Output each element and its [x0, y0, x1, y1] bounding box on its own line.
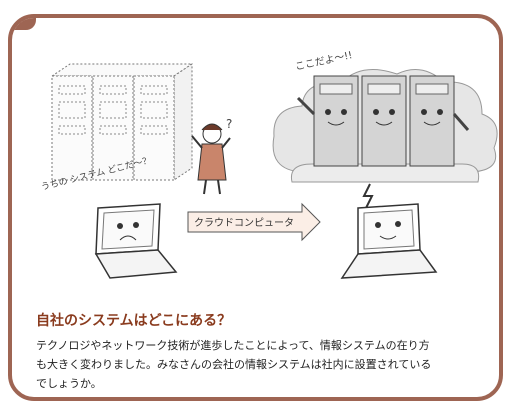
- arrow-cloud-computer: クラウドコンピュータ: [187, 202, 321, 242]
- worried-laptop-icon: [94, 203, 178, 279]
- person-looking-icon: ?: [191, 117, 232, 195]
- happy-servers-icon: [296, 75, 470, 167]
- description-paragraph: テクノロジやネットワーク技術が進歩したことによって、情報システムの在り方 も大き…: [36, 336, 499, 393]
- happy-laptop-icon: [340, 203, 438, 279]
- illustration-card: ?: [8, 14, 503, 401]
- legacy-server-rack-icon: [50, 63, 194, 181]
- right-handwritten-note: ここだよ～!!: [294, 49, 353, 73]
- cloud-computing-illustration: ?: [40, 49, 498, 279]
- lightning-icon: [362, 183, 374, 209]
- description-line: でしょうか。: [36, 377, 102, 390]
- description-line: テクノロジやネットワーク技術が進歩したことによって、情報システムの在り方: [36, 339, 430, 352]
- card-corner-tab: [12, 18, 36, 30]
- description-line: も大きく変わりました。みなさんの会社の情報システムは社内に設置されている: [36, 358, 432, 371]
- arrow-label: クラウドコンピュータ: [194, 217, 294, 229]
- svg-text:?: ?: [226, 117, 232, 131]
- section-heading: 自社のシステムはどこにある？: [36, 313, 232, 329]
